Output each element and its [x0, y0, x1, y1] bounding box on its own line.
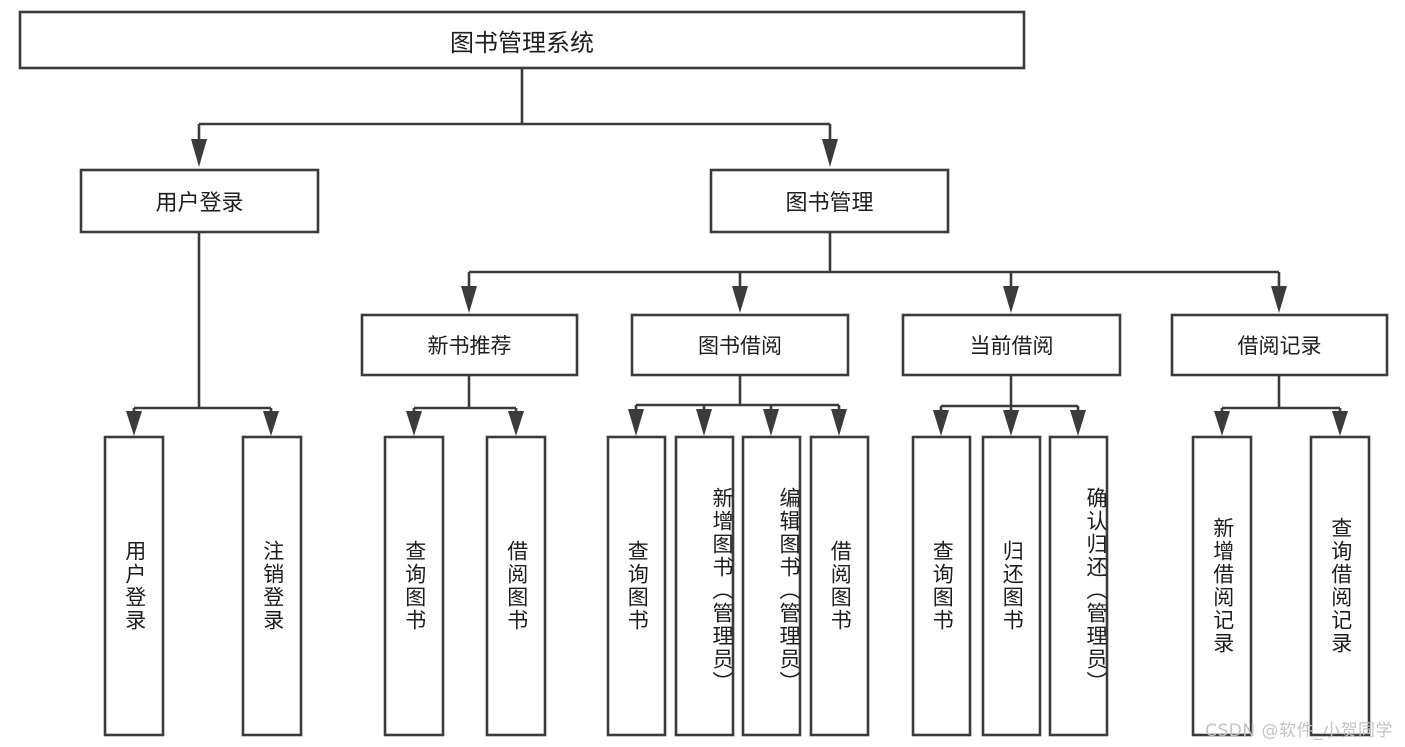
node-box-book-management[interactable]: [709, 168, 950, 234]
node-box-leaf-nb-2[interactable]: [485, 435, 547, 737]
arrow-head-cb-3: [1070, 410, 1086, 436]
arrow-head-bb-4: [831, 409, 847, 436]
connector-group-root-to-level1: [191, 68, 838, 167]
node-box-book-borrow[interactable]: [630, 313, 850, 377]
node-box-leaf-ul-2[interactable]: [241, 435, 303, 737]
node-box-borrow-record[interactable]: [1170, 313, 1389, 377]
arrow-head-ul-1: [126, 411, 142, 436]
connector-group-newbook-to-leaves: [406, 375, 524, 436]
connector-group-bookmgmt-to-level2: [461, 232, 1287, 313]
node-box-leaf-ul-1[interactable]: [103, 435, 165, 737]
arrow-head-cb-1: [933, 410, 949, 436]
arrow-head-bb-1: [628, 409, 644, 436]
node-box-leaf-bb-4[interactable]: [809, 435, 870, 737]
node-box-leaf-cb-1[interactable]: [911, 435, 972, 737]
connector-group-bookborrow-to-leaves: [628, 375, 847, 436]
node-box-current-borrow[interactable]: [901, 313, 1122, 377]
arrow-head-nb-1: [406, 411, 422, 436]
node-box-user-login[interactable]: [79, 168, 320, 234]
arrow-head-l2-1: [461, 286, 477, 313]
arrow-head-ul-2: [263, 411, 279, 436]
node-box-leaf-bb-3[interactable]: [741, 435, 802, 737]
arrow-head-bb-2: [696, 409, 712, 436]
arrow-head-br-1: [1214, 411, 1230, 436]
node-box-leaf-br-2[interactable]: [1309, 435, 1371, 737]
arrow-head-cb-2: [1003, 410, 1019, 436]
node-box-leaf-br-1[interactable]: [1191, 435, 1253, 737]
arrow-head-nb-2: [508, 411, 524, 436]
node-box-leaf-cb-3[interactable]: [1048, 435, 1109, 737]
arrow-head-br-2: [1332, 411, 1348, 436]
node-box-root[interactable]: [18, 10, 1026, 70]
node-box-leaf-bb-1[interactable]: [606, 435, 667, 737]
arrow-head-bb-3: [763, 409, 779, 436]
connector-group-userlogin-to-leaves: [126, 232, 279, 436]
node-box-leaf-cb-2[interactable]: [981, 435, 1042, 737]
arrow-head-l2-2: [732, 286, 748, 313]
connector-group-currentborrow-to-leaves: [933, 375, 1086, 436]
node-box-leaf-bb-2[interactable]: [674, 435, 735, 737]
arrow-head-l2-3: [1003, 286, 1019, 313]
arrow-head-user-login: [191, 139, 207, 167]
arrow-head-l2-4: [1271, 286, 1287, 313]
node-box-leaf-nb-1[interactable]: [383, 435, 445, 737]
arrow-head-book-mgmt: [822, 139, 838, 167]
connector-group-borrowrecord-to-leaves: [1214, 375, 1348, 436]
node-box-new-book-recommend[interactable]: [360, 313, 579, 377]
